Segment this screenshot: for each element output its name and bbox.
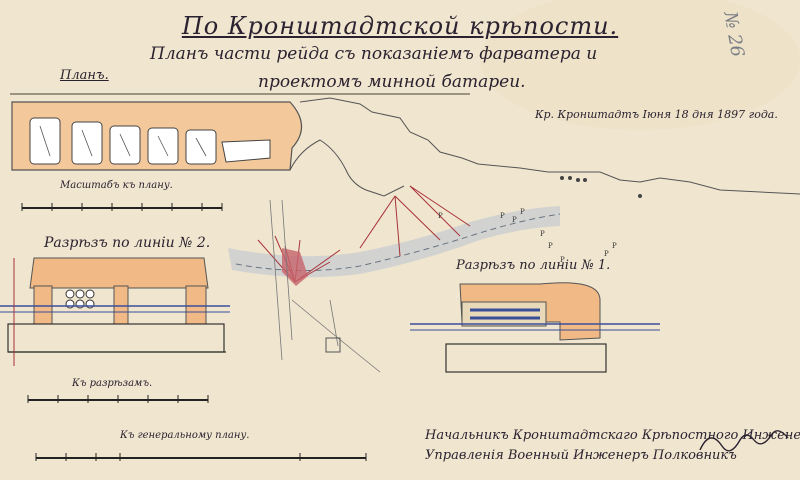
map-subtitle-line2: проектомъ минной батареи.	[258, 72, 526, 92]
svg-text:P: P	[540, 230, 545, 238]
svg-text:P: P	[604, 250, 609, 258]
svg-text:P: P	[512, 216, 517, 224]
svg-text:P: P	[612, 242, 617, 250]
section1-label: Разрѣзъ по линіи № 1.	[456, 258, 611, 273]
section-line-1	[410, 282, 660, 373]
svg-text:P: P	[560, 256, 565, 264]
signature-mark	[699, 430, 789, 452]
section2-label: Разрѣзъ по линіи № 2.	[44, 235, 211, 251]
svg-text:P: P	[548, 242, 553, 250]
date-note: Кр. Кронштадтъ Іюня 18 дня 1897 года.	[535, 108, 778, 121]
section-scale-bar	[27, 395, 209, 403]
battery-plan	[10, 93, 470, 171]
signature-line2: Управленія Военный Инженеръ Полковникъ	[425, 448, 737, 463]
chart-scale-bar	[35, 453, 367, 461]
svg-text:P: P	[500, 212, 505, 220]
svg-text:P: P	[520, 208, 525, 216]
chart-scale-label: Къ генеральному плану.	[120, 430, 250, 441]
signature-line1: Начальникъ Кронштадтскаго Крѣпостного Ин…	[425, 428, 800, 443]
plan-scale-bar	[21, 203, 223, 211]
svg-text:P: P	[438, 212, 443, 220]
plan-scale-label: Масштабъ къ плану.	[60, 180, 173, 191]
section-line-2	[0, 257, 230, 366]
plan-label: Планъ.	[60, 68, 109, 83]
map-title: По Кронштадтской крѣпости.	[181, 12, 619, 40]
map-subtitle-line1: Планъ части рейда съ показаніемъ фарвате…	[150, 44, 598, 64]
section-scale-label: Къ разрѣзамъ.	[72, 378, 153, 389]
